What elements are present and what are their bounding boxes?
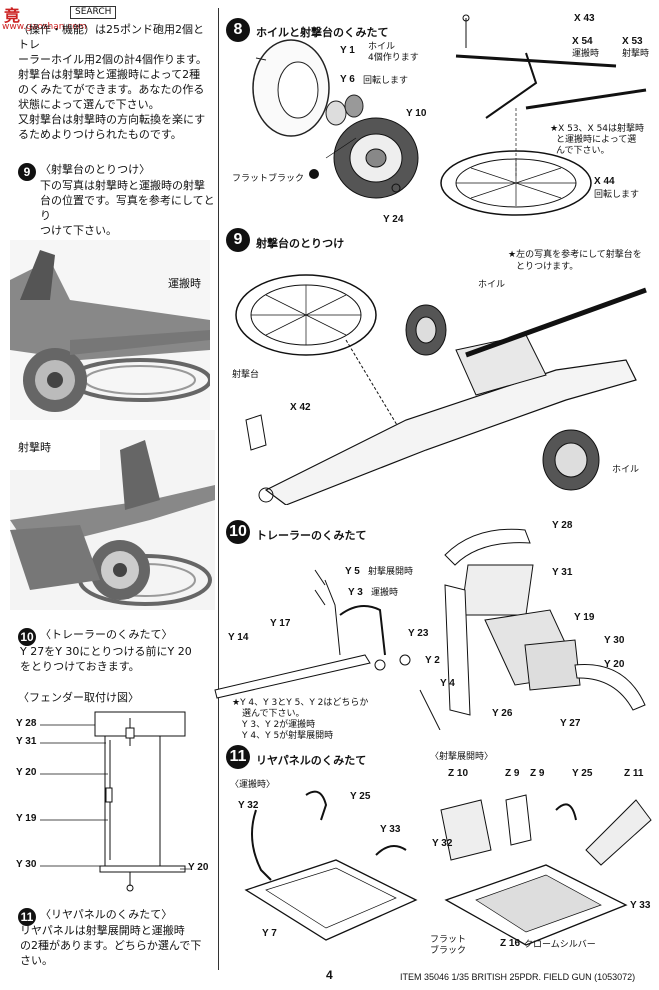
step-8-number: 8	[226, 18, 250, 42]
note-hoiru-count: 4個作ります	[368, 53, 419, 63]
step-8-title: ホイルと射撃台のくみたて	[256, 26, 389, 39]
step-11-right-title: リヤパネルのくみたて	[256, 754, 367, 767]
part-y32-left: Y 32	[238, 800, 259, 811]
part-y32-right: Y 32	[432, 838, 453, 849]
fender-diagram	[40, 711, 190, 892]
step-9-right-number: 9	[226, 228, 250, 252]
part-y31: Y 31	[552, 567, 573, 578]
part-z9-b: Z 9	[530, 768, 545, 779]
step-9-title: 〈射撃台のとりつけ〉	[40, 163, 151, 176]
step-10-note: ★Y 4、Y 3とY 5、Y 2はどちらか 選んで下さい。 Y 3、Y 2が運搬…	[232, 698, 369, 741]
label-shagekidai: 射撃台	[232, 370, 260, 380]
part-y7: Y 7	[262, 928, 277, 939]
step-10-diagram	[214, 528, 646, 730]
part-y19: Y 19	[574, 612, 595, 623]
part-y10: Y 10	[406, 108, 427, 119]
part-x43: X 43	[574, 13, 595, 24]
step-11-text: リヤパネルは射撃展開時と運搬時 の2種があります。どちらか選んで下 さい。	[20, 924, 202, 967]
photo-2-label: 射撃時	[18, 441, 51, 454]
step-10-right-title: トレーラーのくみたて	[256, 529, 367, 542]
step-9-note: ★左の写真を参考にして射撃台を	[508, 250, 642, 260]
label-transport: 〈運搬時〉	[230, 780, 276, 790]
step-11-number: 11	[18, 908, 36, 926]
fender-label-y20: Y 20	[16, 767, 37, 778]
step-9-note-2: とりつけます。	[516, 262, 579, 272]
label-deploy: 〈射撃展開時〉	[430, 752, 494, 762]
flat-black-1: フラット	[430, 935, 467, 945]
note-flat-black: フラットブラック	[232, 174, 305, 184]
label-hoiru-2: ホイル	[612, 465, 640, 475]
note-y5: 射撃展開時	[368, 567, 414, 577]
note-hoiru: ホイル	[368, 42, 396, 52]
note-kaiten-2: 回転します	[594, 190, 640, 200]
note-x-2: と運搬時によって選	[556, 135, 637, 145]
part-y33-right: Y 33	[630, 900, 651, 911]
part-y14: Y 14	[228, 632, 249, 643]
part-y23: Y 23	[408, 628, 429, 639]
part-z10: Z 10	[448, 768, 469, 779]
search-tag: SEARCH	[70, 6, 117, 19]
fender-label-y19: Y 19	[16, 813, 37, 824]
label-hoiru-1: ホイル	[478, 280, 506, 290]
part-x42: X 42	[290, 402, 311, 413]
watermark-brand: 竟	[4, 8, 21, 25]
step-11-diagram	[244, 790, 652, 946]
fender-label-y30: Y 30	[16, 859, 37, 870]
note-x-3: んで下さい。	[556, 146, 610, 156]
part-z9-a: Z 9	[505, 768, 520, 779]
step-9-text: 下の写真は射撃時と運搬時の射撃 台の位置です。写真を参考にしてとり つけて下さい…	[40, 179, 215, 237]
part-z16: Z 16	[500, 938, 521, 949]
part-y5: Y 5	[345, 566, 360, 577]
watermark-site: www.gaoshan.com	[2, 22, 87, 32]
step-11-right-number: 11	[226, 745, 250, 769]
part-y3: Y 3	[348, 587, 363, 598]
step-9-diagram	[235, 274, 647, 505]
part-x44: X 44	[594, 176, 615, 187]
photo-transport-position	[10, 240, 212, 420]
step-10-title: 〈トレーラーのくみたて〉	[40, 628, 173, 641]
part-y20: Y 20	[604, 659, 625, 670]
part-z11: Z 11	[624, 768, 644, 779]
part-x53: X 53	[622, 36, 643, 47]
step-11-title: 〈リヤパネルのくみたて〉	[40, 908, 173, 921]
part-x54: X 54	[572, 36, 593, 47]
note-unpanji: 運搬時	[572, 49, 600, 59]
step-10-right-number: 10	[226, 520, 250, 544]
flat-black-2: ブラック	[430, 946, 467, 956]
note-kaiten: 回転します	[363, 76, 409, 86]
fender-label-y31: Y 31	[16, 736, 37, 747]
note-y3: 運搬時	[371, 588, 399, 598]
item-code: ITEM 35046 1/35 BRITISH 25PDR. FIELD GUN…	[400, 972, 636, 982]
part-y25-right: Y 25	[572, 768, 593, 779]
step-9-number: 9	[18, 163, 36, 181]
fender-label-y20b: Y 20	[188, 862, 209, 873]
part-y25-left: Y 25	[350, 791, 371, 802]
part-y1: Y 1	[340, 45, 355, 56]
part-y26: Y 26	[492, 708, 513, 719]
photo-firing-position	[10, 430, 215, 610]
part-y30: Y 30	[604, 635, 625, 646]
step-10-number: 10	[18, 628, 36, 646]
step-8-diagram	[252, 14, 647, 216]
fender-label-y28: Y 28	[16, 718, 37, 729]
part-y28: Y 28	[552, 520, 573, 531]
fender-title: 〈フェンダー取付け図〉	[18, 691, 139, 704]
part-y6: Y 6	[340, 74, 355, 85]
photo-1-label: 運搬時	[168, 277, 201, 290]
step-10-text: Y 27をY 30にとりつける前にY 20 をとりつけておきます。	[20, 645, 192, 673]
part-y27: Y 27	[560, 718, 581, 729]
part-y4: Y 4	[440, 678, 455, 689]
note-shagekiji: 射撃時	[622, 49, 650, 59]
part-y2: Y 2	[425, 655, 440, 666]
intro-text: （操作・機能）は25ポンド砲用2個とトレ ーラーホイル用2個の計4個作ります。 …	[18, 23, 207, 141]
part-y33-left: Y 33	[380, 824, 401, 835]
step-9-right-title: 射撃台のとりつけ	[256, 237, 345, 250]
chrome-silver: クロームシルバー	[524, 940, 596, 950]
note-x-1: ★X 53、X 54は射撃時	[550, 124, 645, 134]
page-number: 4	[326, 968, 333, 982]
column-divider	[218, 8, 219, 970]
part-y24: Y 24	[383, 214, 404, 225]
part-y17: Y 17	[270, 618, 291, 629]
